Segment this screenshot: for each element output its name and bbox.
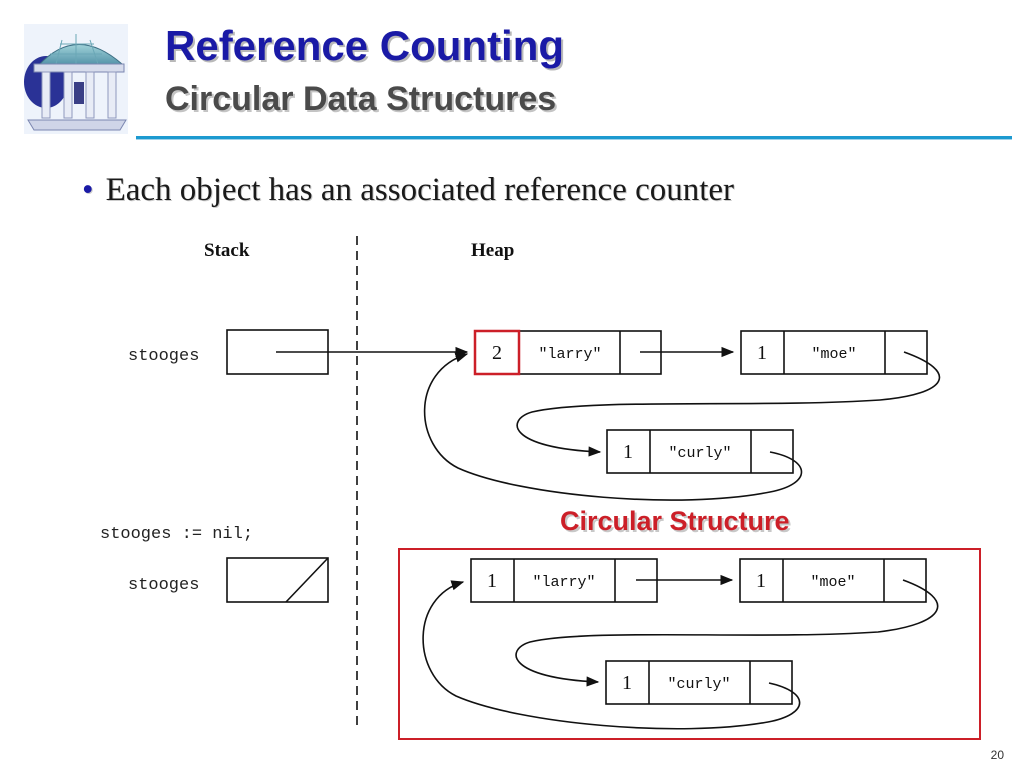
title-divider — [136, 136, 1012, 139]
moe-value-after: "moe" — [810, 574, 855, 591]
larry-refcount: 2 — [492, 342, 502, 364]
larry-refcount-highlight — [473, 329, 521, 376]
curly-value-after: "curly" — [667, 676, 730, 693]
old-well-logo-icon — [24, 24, 128, 134]
curly-refcount-after: 1 — [622, 672, 632, 694]
curly-to-larry-arrow-after — [422, 580, 801, 730]
stooges-nil-cell — [226, 557, 329, 603]
curly-to-larry-arrow — [423, 352, 803, 501]
stack-label: Stack — [204, 240, 250, 261]
moe-node-after: 1 "moe" — [739, 558, 927, 603]
larry-value: "larry" — [538, 346, 601, 363]
curly-refcount: 1 — [623, 441, 633, 463]
heap-label: Heap — [471, 240, 514, 261]
title-divider-shadow — [136, 139, 1012, 140]
bullet-item: • Each object has an associated reference… — [82, 172, 734, 209]
moe-to-curly-arrow-after — [515, 579, 939, 687]
larry-node-after: 1 "larry" — [470, 558, 658, 603]
curly-node-after: 1 "curly" — [605, 660, 793, 705]
larry-value-after: "larry" — [532, 574, 595, 591]
bullet-dot-icon: • — [82, 172, 94, 208]
curly-node: 1 "curly" — [606, 429, 794, 474]
moe-refcount: 1 — [757, 342, 767, 364]
moe-value: "moe" — [811, 346, 856, 363]
stooges-var-label-after: stooges — [128, 576, 199, 595]
moe-to-curly-arrow — [516, 351, 941, 457]
circular-structure-label: Circular Structure — [560, 506, 790, 536]
larry-node: 2 "larry" — [473, 329, 662, 376]
slide-number: 20 — [990, 748, 1004, 762]
moe-node: 1 "moe" — [740, 330, 928, 375]
stooges-var-label: stooges — [128, 347, 199, 366]
larry-refcount-after: 1 — [487, 570, 497, 592]
circular-structure-frame — [398, 548, 981, 740]
curly-value: "curly" — [668, 445, 731, 462]
slide-title: Reference Counting — [165, 22, 565, 69]
assignment-statement: stooges := nil; — [100, 525, 253, 544]
bullet-text: Each object has an associated reference … — [105, 172, 735, 208]
moe-refcount-after: 1 — [756, 570, 766, 592]
slide-subtitle: Circular Data Structures — [165, 80, 557, 118]
